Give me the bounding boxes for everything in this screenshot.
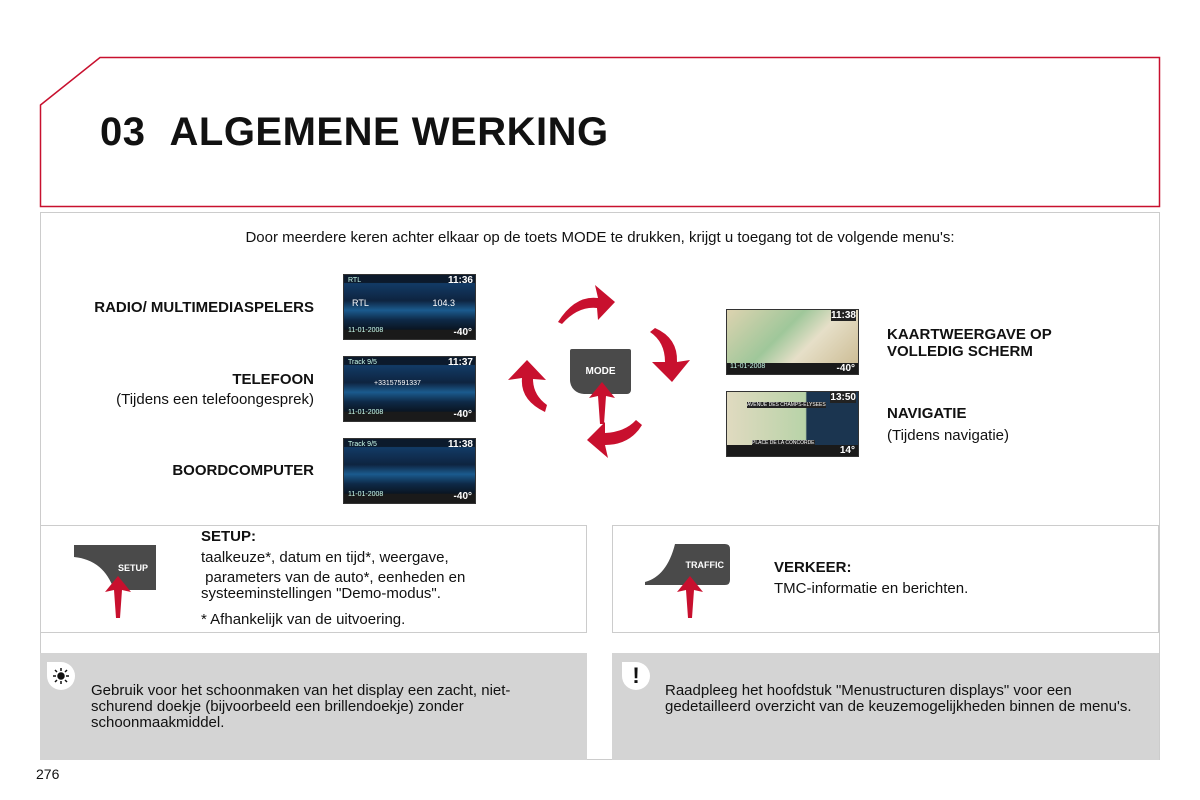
- content-frame: [40, 212, 1160, 760]
- screen-top: RTL: [348, 277, 362, 284]
- screen-temp: -40°: [453, 327, 472, 338]
- screen-date: 11-01-2008: [730, 363, 766, 370]
- screen-navigation: 13:50 AVENUE DES CHAMPS-ELYSEES PLACE DE…: [726, 391, 859, 457]
- screen-temp: 14°: [839, 445, 855, 456]
- screen-top: Track 9/5: [348, 441, 377, 448]
- screen-boordcomputer: Track 9/5 11:38 11-01-2008 -40°: [343, 438, 476, 504]
- screen-date: 11-01-2008: [348, 491, 384, 498]
- tip-text: Gebruik voor het schoonmaken van het dis…: [91, 682, 511, 731]
- setup-title: SETUP:: [201, 528, 257, 545]
- screen-frequency: 104.3: [432, 298, 455, 308]
- screen-place: PLACE DE LA CONCORDE: [752, 440, 815, 446]
- traffic-text: TMC-informatie en berichten.: [774, 580, 969, 597]
- screen-temp: -40°: [453, 491, 472, 502]
- label-telefoon-sub: (Tijdens een telefoongesprek): [116, 391, 314, 408]
- screen-street: AVENUE DES CHAMPS-ELYSEES: [747, 402, 826, 408]
- screen-station: RTL: [352, 298, 369, 308]
- press-arrow-icon: [589, 382, 615, 424]
- screen-telefoon: Track 9/5 11:37 +33157591337 11-01-2008 -4…: [343, 356, 476, 422]
- screen-time: 11:37: [447, 357, 473, 368]
- press-arrow-icon: [677, 576, 703, 618]
- screen-map: 11:38 11-01-2008 -40°: [726, 309, 859, 375]
- intro-text: Door meerdere keren achter elkaar op de …: [245, 229, 955, 246]
- label-kaartweergave: KAARTWEERGAVE OP VOLLEDIG SCHERM: [887, 326, 1052, 360]
- warning-icon: !: [622, 662, 650, 690]
- screen-date: 11-01-2008: [348, 409, 384, 416]
- screen-time: 11:38: [830, 310, 856, 321]
- label-navigatie: NAVIGATIE: [887, 405, 967, 422]
- screen-time: 11:38: [447, 439, 473, 450]
- screen-top: Track 9/5: [348, 359, 377, 366]
- page-number: 276: [36, 766, 60, 782]
- chapter-title: ALGEMENE WERKING: [169, 110, 609, 154]
- warning-panel: [612, 653, 1159, 760]
- setup-note: * Afhankelijk van de uitvoering.: [201, 611, 406, 628]
- screen-radio: RTL 11:36 RTL 104.3 11-01-2008 -40°: [343, 274, 476, 340]
- screen-time: 13:50: [830, 392, 856, 403]
- screen-number: +33157591337: [374, 380, 421, 387]
- warning-text: Raadpleeg het hoofdstuk "Menustructuren …: [665, 682, 1132, 715]
- mode-cycle-arrows-icon: [508, 285, 690, 458]
- screen-temp: -40°: [453, 409, 472, 420]
- lightbulb-icon: [47, 662, 75, 690]
- label-navigatie-sub: (Tijdens navigatie): [887, 427, 1009, 444]
- screen-time: 11:36: [447, 275, 473, 286]
- chapter-number: 03: [100, 110, 146, 154]
- header-frame: [39, 56, 1161, 208]
- setup-line-1: taalkeuze*, datum en tijd*, weergave,: [201, 549, 449, 566]
- traffic-title: VERKEER:: [774, 559, 852, 576]
- screen-date: 11-01-2008: [348, 327, 384, 334]
- tip-panel: [40, 653, 587, 760]
- label-boordcomputer: BOORDCOMPUTER: [172, 462, 314, 479]
- setup-line-3: systeeminstellingen "Demo-modus".: [201, 585, 441, 602]
- label-telefoon: TELEFOON: [232, 371, 314, 388]
- screen-temp: -40°: [836, 363, 855, 374]
- setup-line-2: parameters van de auto*, eenheden en: [201, 569, 466, 586]
- label-radio: RADIO/ MULTIMEDIASPELERS: [94, 299, 314, 316]
- press-arrow-icon: [105, 576, 131, 618]
- page-title: 03 ALGEMENE WERKING: [100, 110, 633, 155]
